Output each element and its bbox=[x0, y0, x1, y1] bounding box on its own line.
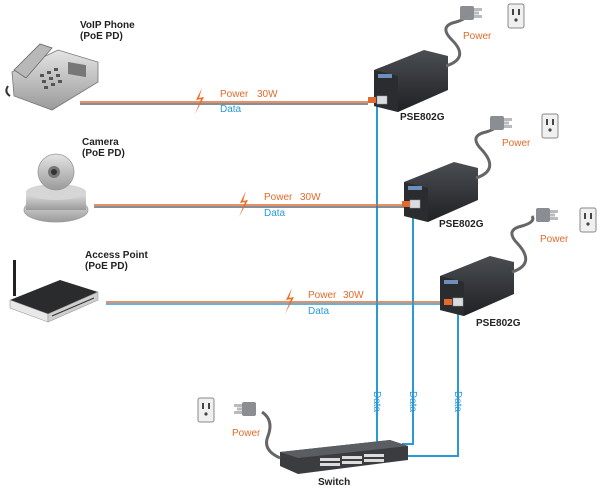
device-role: (PoE PD) bbox=[80, 31, 123, 42]
device-cables bbox=[80, 101, 448, 305]
uplink-line-3 bbox=[406, 310, 459, 457]
injector-power-label: Power bbox=[540, 234, 569, 245]
switch-power-label: Power bbox=[232, 428, 261, 439]
switch-label: Switch bbox=[318, 477, 351, 488]
injector-model-label: PSE802G bbox=[476, 318, 521, 329]
camera-icon bbox=[23, 153, 89, 223]
injector-power-label: Power bbox=[502, 138, 531, 149]
link-data-label: Data bbox=[308, 306, 330, 317]
link-power-label: Power bbox=[264, 192, 293, 203]
uplink-data-label: Data bbox=[371, 391, 382, 413]
link-power-label: Power bbox=[308, 290, 337, 301]
uplink-line-2 bbox=[402, 214, 414, 445]
uplink-data-label: Data bbox=[452, 391, 463, 413]
link-data-label: Data bbox=[220, 104, 242, 115]
link-wattage: 30W bbox=[257, 89, 278, 100]
injector-model-label: PSE802G bbox=[439, 219, 484, 230]
device-role: (PoE PD) bbox=[82, 148, 125, 159]
device-label-ap: Access Point (PoE PD) bbox=[85, 250, 148, 272]
voip-phone-icon bbox=[5, 43, 99, 111]
link-wattage: 30W bbox=[300, 192, 321, 203]
link-data-label: Data bbox=[264, 208, 286, 219]
injector-power-label: Power bbox=[463, 31, 492, 42]
device-name: Camera bbox=[82, 137, 119, 148]
injector-2 bbox=[402, 113, 559, 222]
device-name: Access Point bbox=[85, 250, 148, 261]
device-role: (PoE PD) bbox=[85, 261, 128, 272]
uplink-data-label: Data bbox=[407, 391, 418, 413]
injector-model-label: PSE802G bbox=[400, 112, 445, 123]
switch-icon bbox=[197, 397, 408, 474]
device-name: VoIP Phone bbox=[80, 20, 135, 31]
lightning-icon bbox=[239, 191, 248, 217]
device-label-voip: VoIP Phone (PoE PD) bbox=[80, 20, 135, 42]
link-power-label: Power bbox=[220, 89, 249, 100]
lightning-icon bbox=[195, 88, 204, 114]
link-wattage: 30W bbox=[343, 290, 364, 301]
injector-1 bbox=[368, 3, 525, 112]
access-point-icon bbox=[9, 260, 99, 323]
injector-3 bbox=[440, 207, 597, 316]
device-label-camera: Camera (PoE PD) bbox=[82, 137, 125, 159]
lightning-icon bbox=[285, 288, 294, 314]
